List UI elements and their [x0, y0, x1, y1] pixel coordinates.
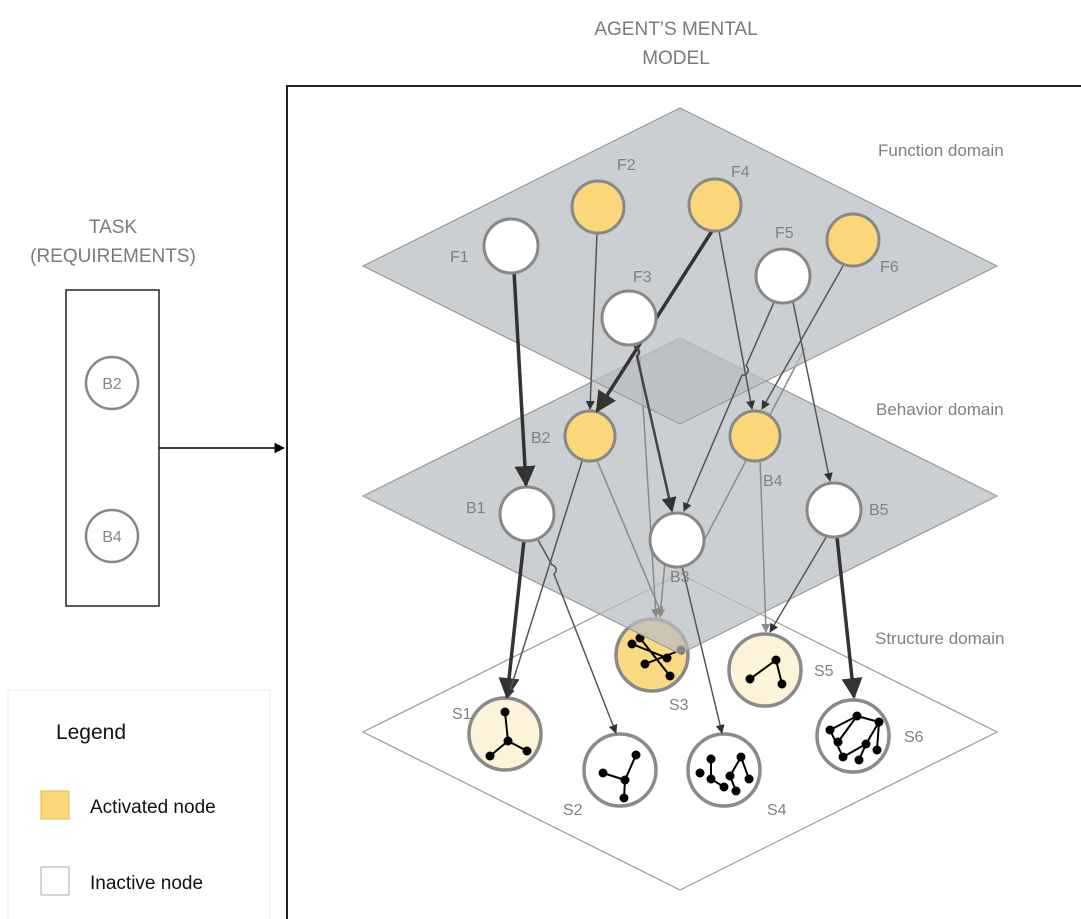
task-title-line2: (REQUIREMENTS)	[30, 246, 196, 267]
function-domain-label: Function domain	[878, 141, 1004, 160]
behavior-node-b4: B4	[728, 409, 783, 490]
structure-node-s4: S4	[686, 732, 787, 819]
task-item-b4: B4	[84, 508, 140, 564]
model-title-line2: MODEL	[642, 48, 710, 69]
structure-node-s6: S6	[815, 698, 924, 774]
model-frame	[286, 85, 1081, 919]
function-node-f2: F2	[570, 157, 636, 235]
legend-inactive-label: Inactive node	[90, 873, 203, 894]
structure-node-s2-label: S2	[563, 802, 583, 819]
function-node-f1-label: F1	[450, 249, 469, 266]
structure-domain-label: Structure domain	[875, 629, 1004, 648]
behavior-node-b2: B2	[531, 409, 617, 463]
function-node-f4-label: F4	[731, 164, 750, 181]
structure-node-s5: S5	[727, 632, 834, 708]
function-node-f2-label: F2	[617, 157, 636, 174]
task-item-b2-label: B2	[102, 376, 122, 393]
behavior-domain-label: Behavior domain	[876, 400, 1004, 419]
behavior-node-b1-label: B1	[466, 500, 486, 517]
task-item-b4-label: B4	[102, 529, 122, 546]
structure-node-s5-label: S5	[814, 663, 834, 680]
function-domain-plane	[361, 107, 999, 425]
function-node-f5-label: F5	[775, 225, 794, 242]
function-node-f1: F1	[450, 217, 540, 275]
task-item-b2: B2	[84, 355, 140, 411]
legend-activated-swatch	[40, 790, 70, 820]
behavior-node-b3-label: B3	[670, 569, 690, 586]
function-node-f5: F5	[754, 225, 812, 305]
task-title-line1: TASK	[89, 217, 138, 238]
task-box	[65, 289, 160, 607]
model-title-line1: AGENT’S MENTAL	[594, 19, 757, 40]
behavior-node-b3: B3	[648, 511, 706, 586]
behavior-node-b4-label: B4	[763, 473, 783, 490]
function-node-f4: F4	[687, 164, 750, 233]
structure-node-s3-label: S3	[669, 697, 689, 714]
structure-node-s2: S2	[563, 732, 658, 819]
function-node-f6-label: F6	[880, 259, 899, 276]
legend-activated-label: Activated node	[90, 797, 216, 818]
structure-node-s6-label: S6	[904, 729, 924, 746]
legend-inactive-swatch	[40, 866, 70, 896]
behavior-node-b2-label: B2	[531, 430, 551, 447]
legend-title: Legend	[56, 721, 126, 744]
structure-node-s1-label: S1	[452, 706, 472, 723]
behavior-node-b5: B5	[805, 481, 889, 539]
behavior-node-b5-label: B5	[869, 502, 889, 519]
function-node-f3-label: F3	[633, 269, 652, 286]
function-node-f3: F3	[600, 269, 658, 347]
structure-node-s4-label: S4	[767, 802, 787, 819]
function-node-f6: F6	[825, 212, 899, 276]
